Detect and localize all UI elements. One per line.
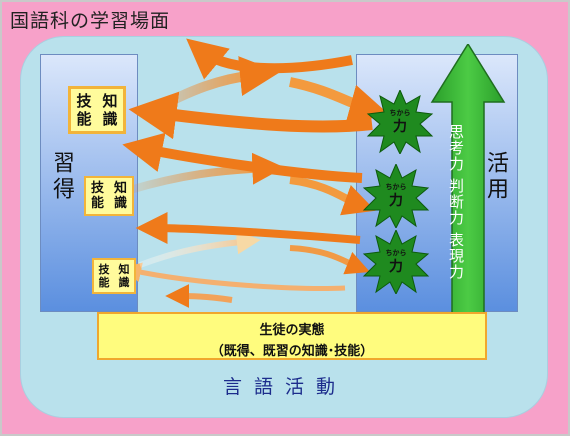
judgment-label: 判断力 [447,177,465,226]
up-arrow-icon [430,44,506,315]
chikara-ruby: ちから [389,109,411,117]
arrow-loop-1-front [138,230,261,268]
arrow-loop-1-right [289,245,371,275]
student-status-detail: （既得、既習の知識･技能） [210,344,374,359]
chikara-star-middle: ちから 力 [362,162,430,230]
knowledge-skill-box-medium: 技能 知識 [84,176,134,216]
knowledge-skill-box-small: 技能 知識 [92,258,136,294]
arrow-loop-2-right [289,176,376,216]
chikara-ruby: ちから [385,183,407,191]
arrow-base-left [165,284,233,309]
chikara-star-bottom: ちから 力 [362,228,430,296]
chikara-label: 力 [393,119,407,135]
thinking-label: 思考力 [447,124,465,172]
knowledge-skill-box-large: 技能 知識 [68,86,126,134]
student-status-title: 生徒の実態 [259,323,325,338]
chikara-ruby: ちから [385,249,407,257]
skill-label: 技能 [98,263,110,289]
arrow-loop-2-back [135,212,361,245]
arrow-loop-4-back [128,91,373,140]
knowledge-label: 知識 [102,92,118,128]
knowledge-label: 知識 [113,181,127,211]
slide-title: 国語科の学習場面 [10,10,171,32]
knowledge-label: 知識 [118,263,130,289]
chikara-star-top: ちから 力 [366,88,434,156]
chikara-label: 力 [389,193,403,209]
arrow-loop-3-right [289,77,390,124]
skill-label: 技能 [76,92,92,128]
acquisition-label: 習得 [49,151,74,203]
skill-label: 技能 [90,181,104,211]
arrow-loop-2-front [128,152,285,194]
arrow-loop-3-back [122,132,363,183]
arrow-loop-1-back [121,262,346,291]
expression-label: 表現力 [447,231,465,280]
language-activity-label: 言語活動 [222,376,347,398]
thinking-skills-text: 思考力 判断力 表現力 [446,124,466,280]
student-status-box: 生徒の実態 （既得、既習の知識･技能） [97,312,487,360]
arrow-loop-3-front [147,56,280,117]
arrow-top-out [186,38,353,80]
chikara-label: 力 [389,259,403,275]
application-label: 活用 [483,151,508,203]
